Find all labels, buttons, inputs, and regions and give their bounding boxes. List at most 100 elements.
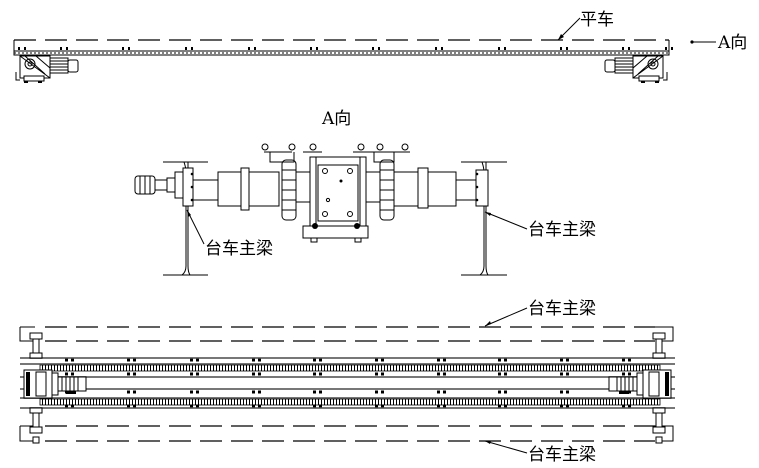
- plan-bolt: [258, 390, 261, 394]
- right-trolley-beam-section: [461, 161, 507, 276]
- rail-bolt: [60, 47, 62, 50]
- plan-bolt: [133, 404, 136, 408]
- rail-bolt: [378, 47, 380, 50]
- top-trolley-beam-label: 台车主梁: [528, 299, 596, 319]
- plan-bolt: [504, 358, 507, 362]
- plan-bolt: [381, 372, 384, 376]
- rail-bolt: [671, 47, 673, 50]
- left-trolley-beam-section: [163, 161, 208, 276]
- upper-rack: [39, 364, 661, 372]
- rail-bolt: [622, 47, 624, 50]
- plan-bolt: [319, 358, 322, 362]
- plan-bolt: [127, 372, 130, 376]
- plan-bolt: [252, 404, 255, 408]
- plan-bolt: [504, 404, 507, 408]
- rail-bolt: [560, 47, 562, 50]
- rail-bolt: [665, 47, 667, 50]
- plan-bolt: [628, 390, 631, 394]
- plan-bolt: [504, 390, 507, 394]
- plan-bolt: [313, 372, 316, 376]
- plan-bolt: [127, 404, 130, 408]
- rail-bolt: [435, 47, 437, 50]
- plan-bolt: [443, 390, 446, 394]
- bottom-trolley-beam-label: 台车主梁: [528, 445, 596, 465]
- plan-bolt: [319, 404, 322, 408]
- plan-bolt: [190, 372, 193, 376]
- bottom-trolley-beam: [19, 425, 674, 442]
- rail-bolt: [441, 47, 443, 50]
- plan-bolt: [628, 404, 631, 408]
- plan-view: 台车主梁 台车主梁: [19, 299, 675, 465]
- plan-bolt: [196, 404, 199, 408]
- right-beam-leader: [484, 211, 528, 230]
- lower-rack: [39, 398, 661, 406]
- plan-bolt: [71, 404, 74, 408]
- plan-bolt: [190, 390, 193, 394]
- top-beam-leader: [484, 307, 528, 327]
- plan-bolt: [71, 358, 74, 362]
- rail-bolt: [122, 47, 124, 50]
- plan-bolt: [498, 358, 501, 362]
- plan-bolt: [319, 372, 322, 376]
- plan-bolt: [443, 358, 446, 362]
- left-trolley-beam-label: 台车主梁: [205, 239, 273, 259]
- plan-bolt: [65, 358, 68, 362]
- plan-bolt: [498, 404, 501, 408]
- rail-bolt: [128, 47, 130, 50]
- plan-bolt: [437, 358, 440, 362]
- right-trolley-beam-label: 台车主梁: [528, 220, 596, 240]
- plan-bolt: [381, 390, 384, 394]
- view-a-title: A向: [321, 109, 351, 129]
- plan-bolt: [196, 390, 199, 394]
- view-a-section: A向: [134, 109, 596, 276]
- plan-bolt: [566, 372, 569, 376]
- rail-bolt: [316, 47, 318, 50]
- direction-a-label: A向: [717, 33, 747, 53]
- plan-bolt: [252, 358, 255, 362]
- plan-bolt: [313, 390, 316, 394]
- plan-bolt: [560, 390, 563, 394]
- top-trolley-beam: [19, 326, 674, 342]
- plan-bolt: [498, 372, 501, 376]
- plan-bolt: [628, 372, 631, 376]
- plan-bolts: [65, 358, 631, 408]
- plan-bolt: [375, 372, 378, 376]
- left-end-drive: [23, 332, 87, 444]
- plan-bolt: [566, 358, 569, 362]
- plan-bolt: [622, 404, 625, 408]
- plan-bolt: [252, 390, 255, 394]
- plan-bolt: [504, 372, 507, 376]
- plan-bolt: [133, 372, 136, 376]
- plan-bolt: [498, 390, 501, 394]
- rail-bolt: [185, 47, 187, 50]
- plan-bolt: [443, 372, 446, 376]
- plan-bolt: [437, 404, 440, 408]
- rail-bolt: [310, 47, 312, 50]
- right-drive-shaft: [393, 167, 489, 209]
- plan-bolt: [258, 358, 261, 362]
- rail-bolt: [254, 47, 256, 50]
- plan-bolt: [375, 358, 378, 362]
- left-drive-motor: [134, 167, 280, 211]
- flat-car-label: 平车: [580, 10, 614, 30]
- bottom-beam-leader: [484, 440, 528, 454]
- left-sprocket: [261, 143, 311, 221]
- rail-bolt: [504, 47, 506, 50]
- left-gear-motor: [15, 55, 79, 83]
- plan-bolt: [313, 358, 316, 362]
- plan-bolt: [258, 372, 261, 376]
- rail-bolt: [66, 47, 68, 50]
- flat-car-elevation: 平车 A向: [13, 10, 747, 83]
- plan-bolt: [560, 358, 563, 362]
- plan-bolt: [381, 358, 384, 362]
- plan-bolt: [437, 372, 440, 376]
- plan-bolt: [190, 404, 193, 408]
- plan-bolt: [133, 390, 136, 394]
- plan-bolt: [375, 390, 378, 394]
- plan-bolt: [566, 390, 569, 394]
- plan-bolt: [560, 404, 563, 408]
- view-a-direction-arrow: A向: [690, 33, 747, 53]
- central-gearbox: [302, 143, 372, 243]
- plan-bolt: [71, 372, 74, 376]
